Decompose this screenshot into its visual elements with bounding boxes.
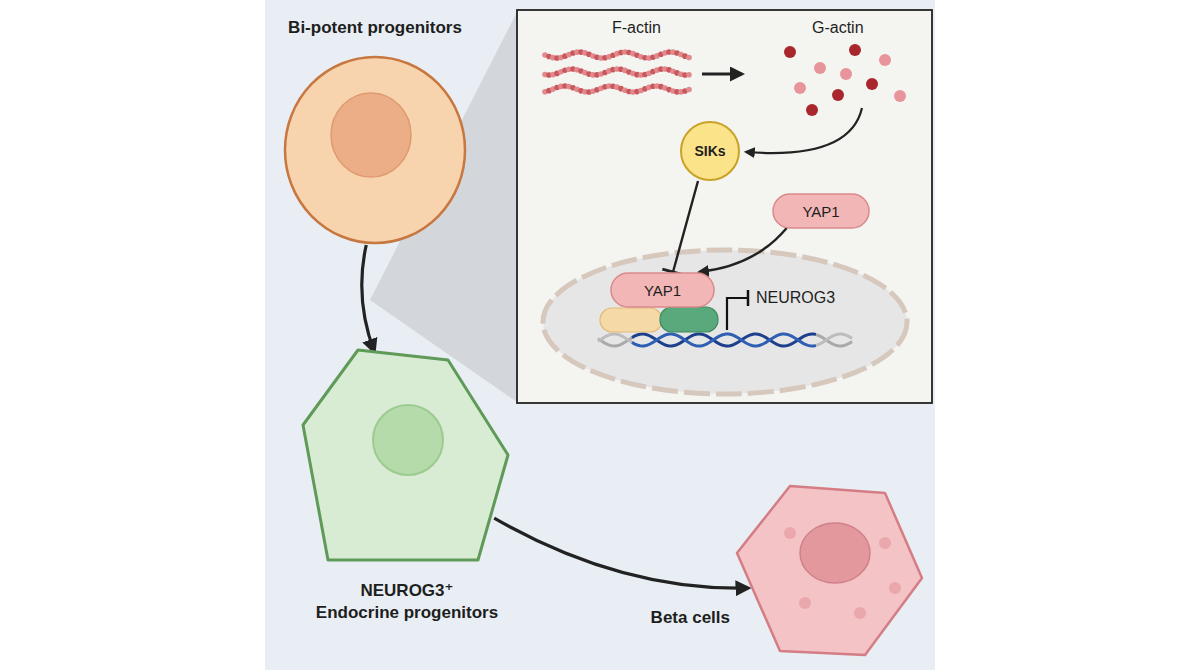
node-outline	[283, 55, 468, 245]
cell-body	[737, 486, 922, 655]
cofactor-pill	[600, 308, 662, 332]
dna-strand	[598, 334, 632, 342]
node-label: SIKs	[680, 121, 740, 181]
panel-ground	[265, 0, 935, 670]
cell-label: Bi-potent progenitors	[245, 18, 505, 38]
nucleus	[543, 250, 907, 394]
actin-bead	[686, 87, 692, 93]
cell-node: Beta cells	[735, 483, 925, 658]
connector-line	[673, 181, 698, 272]
cell-nucleus	[373, 405, 443, 475]
kinase-circle	[681, 122, 739, 180]
cell-label: Beta cells	[635, 608, 730, 628]
f-actin-filaments	[542, 49, 692, 95]
promoter-repression	[727, 298, 747, 330]
cell-label: NEUROG3⁺	[277, 581, 537, 601]
cofactor-pill	[660, 307, 718, 332]
polymer-arrow	[702, 73, 742, 76]
component-label: F-actin	[612, 19, 661, 37]
g-actin-monomers	[784, 44, 906, 116]
g-actin	[866, 78, 878, 90]
cell-body	[303, 350, 508, 560]
cell-nucleus	[800, 523, 870, 583]
actin-bead	[686, 55, 692, 61]
g-actin	[879, 54, 891, 66]
arrow-connector	[494, 518, 748, 588]
granule	[784, 527, 796, 539]
g-actin	[840, 68, 852, 80]
cell-body	[285, 57, 465, 243]
inset-box	[517, 10, 932, 403]
connector-line	[494, 518, 748, 588]
dna-strand	[816, 335, 852, 346]
dna-helix	[598, 334, 852, 346]
arrow-connector	[362, 245, 375, 352]
g-actin	[894, 90, 906, 102]
g-actin	[832, 89, 844, 101]
cell-node: Bi-potent progenitors	[283, 55, 468, 245]
granule	[799, 597, 811, 609]
dna-strand	[632, 334, 816, 346]
connector-line	[699, 228, 786, 272]
inhibition-connector	[662, 181, 698, 275]
arrow-connector	[699, 228, 786, 272]
g-actin	[806, 104, 818, 116]
cell-label: Endocrine progenitors	[277, 603, 537, 623]
actin-bead	[686, 72, 692, 78]
protein-node: YAP1	[610, 272, 715, 308]
g-actin	[784, 46, 796, 58]
granule	[879, 537, 891, 549]
gene-label: NEUROG3	[756, 289, 835, 307]
component-label: G-actin	[812, 19, 864, 37]
connector-line	[362, 245, 375, 352]
node-label: YAP1	[610, 272, 715, 308]
protein-node: YAP1	[772, 193, 870, 229]
granule	[889, 582, 901, 594]
g-actin	[794, 82, 806, 94]
granule	[854, 607, 866, 619]
node-outline	[298, 345, 516, 567]
cell-node: NEUROG3⁺Endocrine progenitors	[298, 345, 516, 567]
dna-strand	[632, 334, 816, 346]
g-actin	[814, 62, 826, 74]
g-actin	[849, 44, 861, 56]
node-outline	[735, 483, 925, 658]
node-label: YAP1	[772, 193, 870, 229]
repression-bar	[747, 290, 750, 306]
dna-strand	[816, 334, 852, 345]
protein-pill	[773, 194, 869, 228]
activation-arrow	[746, 108, 862, 153]
protein-pill	[611, 273, 714, 307]
kinase-node: SIKs	[680, 121, 740, 181]
cell-nucleus	[331, 93, 411, 177]
